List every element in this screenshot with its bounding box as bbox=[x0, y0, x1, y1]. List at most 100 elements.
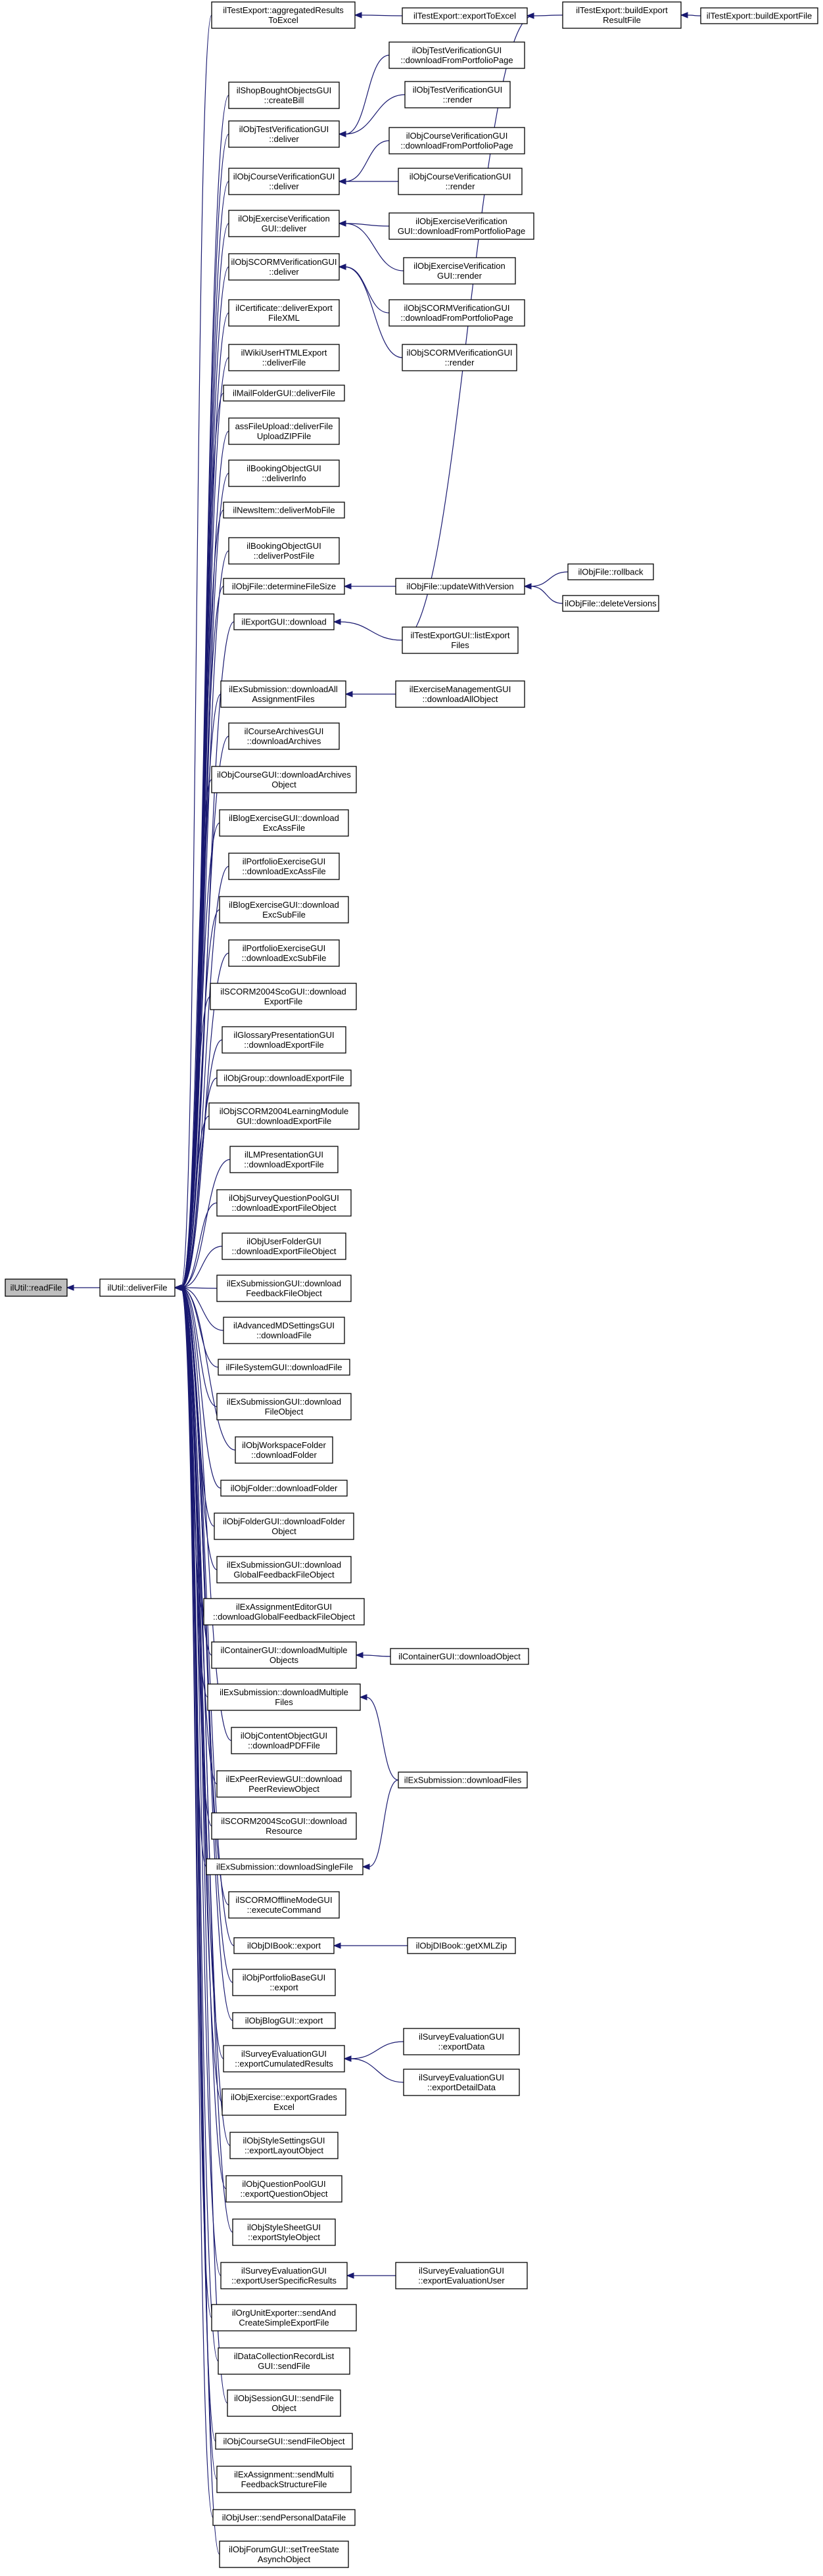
graph-node[interactable]: ilObjTestVerificationGUI::downloadFromPo… bbox=[388, 41, 525, 69]
graph-node[interactable]: ilObjUser::sendPersonalDataFile bbox=[212, 2509, 356, 2526]
graph-node[interactable]: ilOrgUnitExporter::sendAndCreateSimpleEx… bbox=[211, 2304, 357, 2331]
graph-node[interactable]: ilBookingObjectGUI::deliverPostFile bbox=[228, 537, 340, 565]
edge-line bbox=[180, 1287, 228, 2404]
graph-node[interactable]: ilSurveyEvaluationGUI::exportCumulatedRe… bbox=[223, 2045, 345, 2073]
graph-node[interactable]: ilObjStyleSettingsGUI::exportLayoutObjec… bbox=[229, 2132, 339, 2159]
graph-node[interactable]: ilFileSystemGUI::downloadFile bbox=[218, 1359, 350, 1376]
graph-node[interactable]: ilExPeerReviewGUI::downloadPeerReviewObj… bbox=[216, 1770, 352, 1798]
graph-node[interactable]: ilObjSCORMVerificationGUI::deliver bbox=[228, 253, 340, 281]
graph-node[interactable]: ilExSubmission::downloadSingleFile bbox=[206, 1858, 364, 1875]
graph-node[interactable]: ilObjTestVerificationGUI::deliver bbox=[228, 120, 340, 148]
graph-node[interactable]: ilExSubmissionGUI::downloadFeedbackFileO… bbox=[216, 1275, 352, 1302]
node-label: FeedbackStructureFile bbox=[241, 2479, 327, 2489]
graph-node[interactable]: ilObjFile::rollback bbox=[567, 563, 654, 580]
node-label: Resource bbox=[266, 1826, 302, 1836]
graph-node[interactable]: ilMailFolderGUI::deliverFile bbox=[223, 385, 345, 402]
node-label: ilObjExerciseVerification bbox=[238, 214, 329, 223]
graph-node[interactable]: ilExAssignmentEditorGUI::downloadGlobalF… bbox=[203, 1598, 365, 1626]
node-label: ::exportQuestionObject bbox=[241, 2189, 328, 2199]
graph-node[interactable]: ilGlossaryPresentationGUI::downloadExpor… bbox=[222, 1026, 346, 1054]
graph-node[interactable]: ilObjBlogGUI::export bbox=[232, 2012, 336, 2029]
graph-node[interactable]: ilTestExport::exportToExcel bbox=[402, 7, 528, 24]
graph-node[interactable]: ilObjPortfolioBaseGUI::export bbox=[232, 1969, 336, 1996]
graph-node[interactable]: ilBlogExerciseGUI::downloadExcAssFile bbox=[219, 809, 349, 837]
graph-node[interactable]: ilObjFile::deleteVersions bbox=[562, 595, 659, 612]
graph-node[interactable]: ilSurveyEvaluationGUI::exportEvaluationU… bbox=[395, 2262, 528, 2289]
graph-node[interactable]: ilObjSCORMVerificationGUI::downloadFromP… bbox=[388, 299, 525, 327]
graph-node[interactable]: ilObjCourseGUI::sendFileObject bbox=[215, 2433, 353, 2450]
graph-node[interactable]: ilContainerGUI::downloadObject bbox=[390, 1648, 529, 1665]
graph-node[interactable]: ilUtil::readFile bbox=[5, 1278, 68, 1297]
node-label: Objects bbox=[270, 1655, 299, 1665]
graph-node[interactable]: ilObjSCORMVerificationGUI::render bbox=[402, 344, 517, 371]
graph-node[interactable]: ilExSubmission::downloadAllAssignmentFil… bbox=[220, 680, 346, 708]
graph-node[interactable]: ilObjSessionGUI::sendFileObject bbox=[227, 2389, 341, 2417]
graph-node[interactable]: ilSurveyEvaluationGUI::exportUserSpecifi… bbox=[220, 2262, 348, 2289]
node-box bbox=[219, 2541, 349, 2568]
graph-node[interactable]: ilObjDIBook::export bbox=[233, 1937, 335, 1954]
graph-node[interactable]: ilObjStyleSheetGUI::exportStyleObject bbox=[232, 2218, 336, 2246]
node-label: ::export bbox=[270, 1982, 298, 1992]
graph-node[interactable]: ilObjContentObjectGUI::downloadPDFFile bbox=[231, 1727, 337, 1754]
graph-node[interactable]: ilNewsItem::deliverMobFile bbox=[223, 502, 345, 519]
graph-node[interactable]: ilObjUserFolderGUI::downloadExportFileOb… bbox=[222, 1232, 346, 1260]
graph-node[interactable]: ilObjQuestionPoolGUI::exportQuestionObje… bbox=[225, 2175, 342, 2203]
graph-node[interactable]: ilObjFile::updateWithVersion bbox=[395, 578, 525, 595]
graph-node[interactable]: ilObjGroup::downloadExportFile bbox=[216, 1069, 352, 1087]
graph-node[interactable]: ilShopBoughtObjectsGUI::createBill bbox=[228, 82, 340, 109]
graph-node[interactable]: ilWikiUserHTMLExport::deliverFile bbox=[228, 344, 340, 371]
graph-node[interactable]: ilExAssignment::sendMultiFeedbackStructu… bbox=[216, 2466, 352, 2493]
node-label: ilObjFolder::downloadFolder bbox=[231, 1484, 338, 1493]
node-box bbox=[398, 1771, 528, 1789]
graph-node[interactable]: ilObjFile::determineFileSize bbox=[223, 578, 345, 595]
graph-node[interactable]: ilTestExport::buildExportFile bbox=[700, 7, 818, 24]
graph-node[interactable]: ilLMPresentationGUI::downloadExportFile bbox=[229, 1146, 339, 1173]
node-label: ilPortfolioExerciseGUI bbox=[243, 856, 325, 866]
graph-node[interactable]: ilUtil::deliverFile bbox=[99, 1278, 176, 1297]
graph-node[interactable]: ilObjExerciseVerificationGUI::downloadFr… bbox=[388, 212, 534, 240]
graph-node[interactable]: ilExerciseManagementGUI::downloadAllObje… bbox=[395, 680, 525, 708]
graph-node[interactable]: ilObjDIBook::getXMLZip bbox=[407, 1937, 516, 1954]
graph-node[interactable]: ilObjWorkspaceFolder::downloadFolder bbox=[235, 1436, 333, 1464]
graph-node[interactable]: ilExSubmission::downloadFiles bbox=[398, 1771, 528, 1789]
graph-node[interactable]: ilObjFolder::downloadFolder bbox=[220, 1480, 348, 1497]
graph-node[interactable]: ilObjCourseVerificationGUI::deliver bbox=[228, 168, 340, 195]
graph-node[interactable]: ilSurveyEvaluationGUI::exportDetailData bbox=[403, 2069, 520, 2096]
graph-node[interactable]: ilBlogExerciseGUI::downloadExcSubFile bbox=[219, 896, 349, 924]
node-label: ilUtil::deliverFile bbox=[107, 1283, 167, 1293]
graph-node[interactable]: ilCourseArchivesGUI::downloadArchives bbox=[228, 722, 340, 750]
graph-node[interactable]: ilSurveyEvaluationGUI::exportData bbox=[403, 2028, 520, 2055]
graph-node[interactable]: ilSCORM2004ScoGUI::downloadExportFile bbox=[210, 983, 357, 1010]
graph-node[interactable]: ilPortfolioExerciseGUI::downloadExcSubFi… bbox=[228, 939, 340, 967]
graph-node[interactable]: ilExSubmissionGUI::downloadGlobalFeedbac… bbox=[216, 1556, 352, 1583]
graph-node[interactable]: ilObjCourseVerificationGUI::downloadFrom… bbox=[388, 127, 525, 154]
graph-node[interactable]: ilSCORMOfflineModeGUI::executeCommand bbox=[228, 1891, 340, 1919]
edge-line bbox=[180, 1287, 233, 2021]
graph-node[interactable]: ilPortfolioExerciseGUI::downloadExcAssFi… bbox=[228, 853, 340, 880]
graph-node[interactable]: ilObjCourseVerificationGUI::render bbox=[398, 168, 523, 195]
graph-node[interactable]: ilObjSCORM2004LearningModuleGUI::downloa… bbox=[208, 1102, 360, 1130]
graph-node[interactable]: ilBookingObjectGUI::deliverInfo bbox=[228, 459, 340, 487]
graph-node[interactable]: ilObjTestVerificationGUI::render bbox=[404, 81, 511, 108]
node-box bbox=[220, 1480, 348, 1497]
graph-node[interactable]: ilObjSurveyQuestionPoolGUI::downloadExpo… bbox=[216, 1189, 352, 1217]
graph-node[interactable]: ilAdvancedMDSettingsGUI::downloadFile bbox=[223, 1317, 345, 1344]
graph-node[interactable]: ilExportGUI::download bbox=[233, 613, 335, 630]
node-label: ilObjSurveyQuestionPoolGUI bbox=[229, 1193, 339, 1203]
